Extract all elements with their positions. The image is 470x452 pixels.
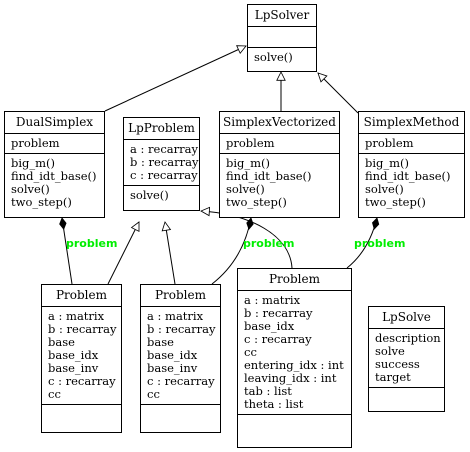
- composition-simplexmethod-problem3: [346, 217, 380, 269]
- inherit-problem3-lpproblem: [201, 211, 293, 269]
- method: find_idt_base(): [11, 169, 97, 183]
- association-label: problem: [243, 237, 295, 250]
- class-lpsolver[interactable]: LpSolver solve(): [247, 4, 317, 72]
- methods-section: [42, 405, 121, 425]
- method: big_m(): [226, 156, 271, 170]
- class-name: Problem: [141, 285, 220, 307]
- attribute: c : recarray: [244, 332, 312, 346]
- attribute: cc: [147, 387, 160, 401]
- attribute: cc: [244, 345, 257, 359]
- method: find_idt_base(): [365, 169, 451, 183]
- attribute: base: [48, 335, 75, 349]
- class-name: LpSolve: [369, 307, 444, 329]
- class-simplexvectorized[interactable]: SimplexVectorized problem big_m() find_i…: [219, 111, 340, 218]
- attribute: base: [147, 335, 174, 349]
- attributes-section: problem: [359, 134, 464, 154]
- attribute: problem: [11, 136, 60, 150]
- class-lpproblem[interactable]: LpProblem a : recarray b : recarray c : …: [123, 117, 200, 211]
- attribute: target: [375, 370, 411, 384]
- method: two_step(): [226, 195, 287, 209]
- method: solve(): [365, 182, 404, 196]
- attribute: base_idx: [48, 348, 99, 362]
- class-problem-simplexvectorized[interactable]: Problem a : matrix b : recarray base bas…: [140, 284, 221, 433]
- attribute: c : recarray: [48, 374, 116, 388]
- method: two_step(): [11, 195, 72, 209]
- methods-section: big_m() find_idt_base() solve() two_step…: [220, 154, 339, 212]
- class-name: SimplexMethod: [359, 112, 464, 134]
- method: find_idt_base(): [226, 169, 312, 183]
- attribute: success: [375, 357, 420, 371]
- class-name: Problem: [238, 269, 351, 291]
- attribute: b : recarray: [48, 322, 117, 336]
- method: solve(): [11, 182, 50, 196]
- class-simplexmethod[interactable]: SimplexMethod problem big_m() find_idt_b…: [358, 111, 465, 218]
- inherit-simplexmethod-lpsolver: [318, 73, 359, 114]
- attribute: tab : list: [244, 384, 292, 398]
- attributes-section: a : matrix b : recarray base_idx c : rec…: [238, 291, 351, 415]
- attributes-section: a : recarray b : recarray c : recarray: [124, 140, 199, 186]
- attribute: base_idx: [244, 319, 295, 333]
- method: two_step(): [365, 195, 426, 209]
- methods-section: big_m() find_idt_base() solve() two_step…: [5, 154, 104, 212]
- attribute: c : recarray: [147, 374, 215, 388]
- composition-dualsimplex-problem1: [59, 217, 73, 285]
- attribute: b : recarray: [130, 155, 199, 169]
- attribute: problem: [226, 136, 275, 150]
- methods-section: solve(): [248, 48, 316, 67]
- attribute: description: [375, 331, 441, 345]
- methods-section: solve(): [124, 186, 199, 205]
- class-dualsimplex[interactable]: DualSimplex problem big_m() find_idt_bas…: [4, 111, 105, 218]
- class-problem-dualsimplex[interactable]: Problem a : matrix b : recarray base bas…: [41, 284, 122, 433]
- inherit-problem2-lpproblem: [165, 222, 176, 285]
- class-name: LpSolver: [248, 5, 316, 27]
- attribute: b : recarray: [147, 322, 216, 336]
- association-label: problem: [354, 237, 406, 250]
- attribute: theta : list: [244, 397, 304, 411]
- method: solve(): [254, 50, 293, 64]
- association-label: problem: [66, 237, 118, 250]
- inherit-dualsimplex-lpsolver: [104, 46, 246, 112]
- attribute: a : matrix: [244, 293, 301, 307]
- attributes-section: [248, 27, 316, 48]
- attribute: b : recarray: [244, 306, 313, 320]
- method: big_m(): [365, 156, 410, 170]
- class-name: LpProblem: [124, 118, 199, 140]
- attribute: problem: [365, 136, 414, 150]
- attributes-section: problem: [220, 134, 339, 154]
- attributes-section: description solve success target: [369, 329, 444, 388]
- method: big_m(): [11, 156, 56, 170]
- method: solve(): [226, 182, 265, 196]
- methods-section: [369, 388, 444, 408]
- attribute: leaving_idx : int: [244, 371, 337, 385]
- attribute: entering_idx : int: [244, 358, 344, 372]
- class-problem-simplexmethod[interactable]: Problem a : matrix b : recarray base_idx…: [237, 268, 352, 448]
- class-name: DualSimplex: [5, 112, 104, 134]
- class-lpsolve[interactable]: LpSolve description solve success target: [368, 306, 445, 412]
- attribute: a : matrix: [48, 309, 105, 323]
- attribute: a : matrix: [147, 309, 204, 323]
- methods-section: [238, 415, 351, 435]
- attribute: cc: [48, 387, 61, 401]
- class-name: Problem: [42, 285, 121, 307]
- inherit-problem1-lpproblem: [107, 222, 140, 285]
- attributes-section: a : matrix b : recarray base base_idx ba…: [141, 307, 220, 405]
- attribute: solve: [375, 344, 405, 358]
- attribute: c : recarray: [130, 168, 198, 182]
- attribute: a : recarray: [130, 142, 198, 156]
- methods-section: [141, 405, 220, 425]
- attributes-section: a : matrix b : recarray base base_idx ba…: [42, 307, 121, 405]
- composition-simplexvectorized-problem2: [211, 217, 254, 285]
- methods-section: big_m() find_idt_base() solve() two_step…: [359, 154, 464, 212]
- attribute: base_inv: [147, 361, 198, 375]
- attribute: base_inv: [48, 361, 99, 375]
- attributes-section: problem: [5, 134, 104, 154]
- method: solve(): [130, 188, 169, 202]
- attribute: base_idx: [147, 348, 198, 362]
- class-name: SimplexVectorized: [220, 112, 339, 134]
